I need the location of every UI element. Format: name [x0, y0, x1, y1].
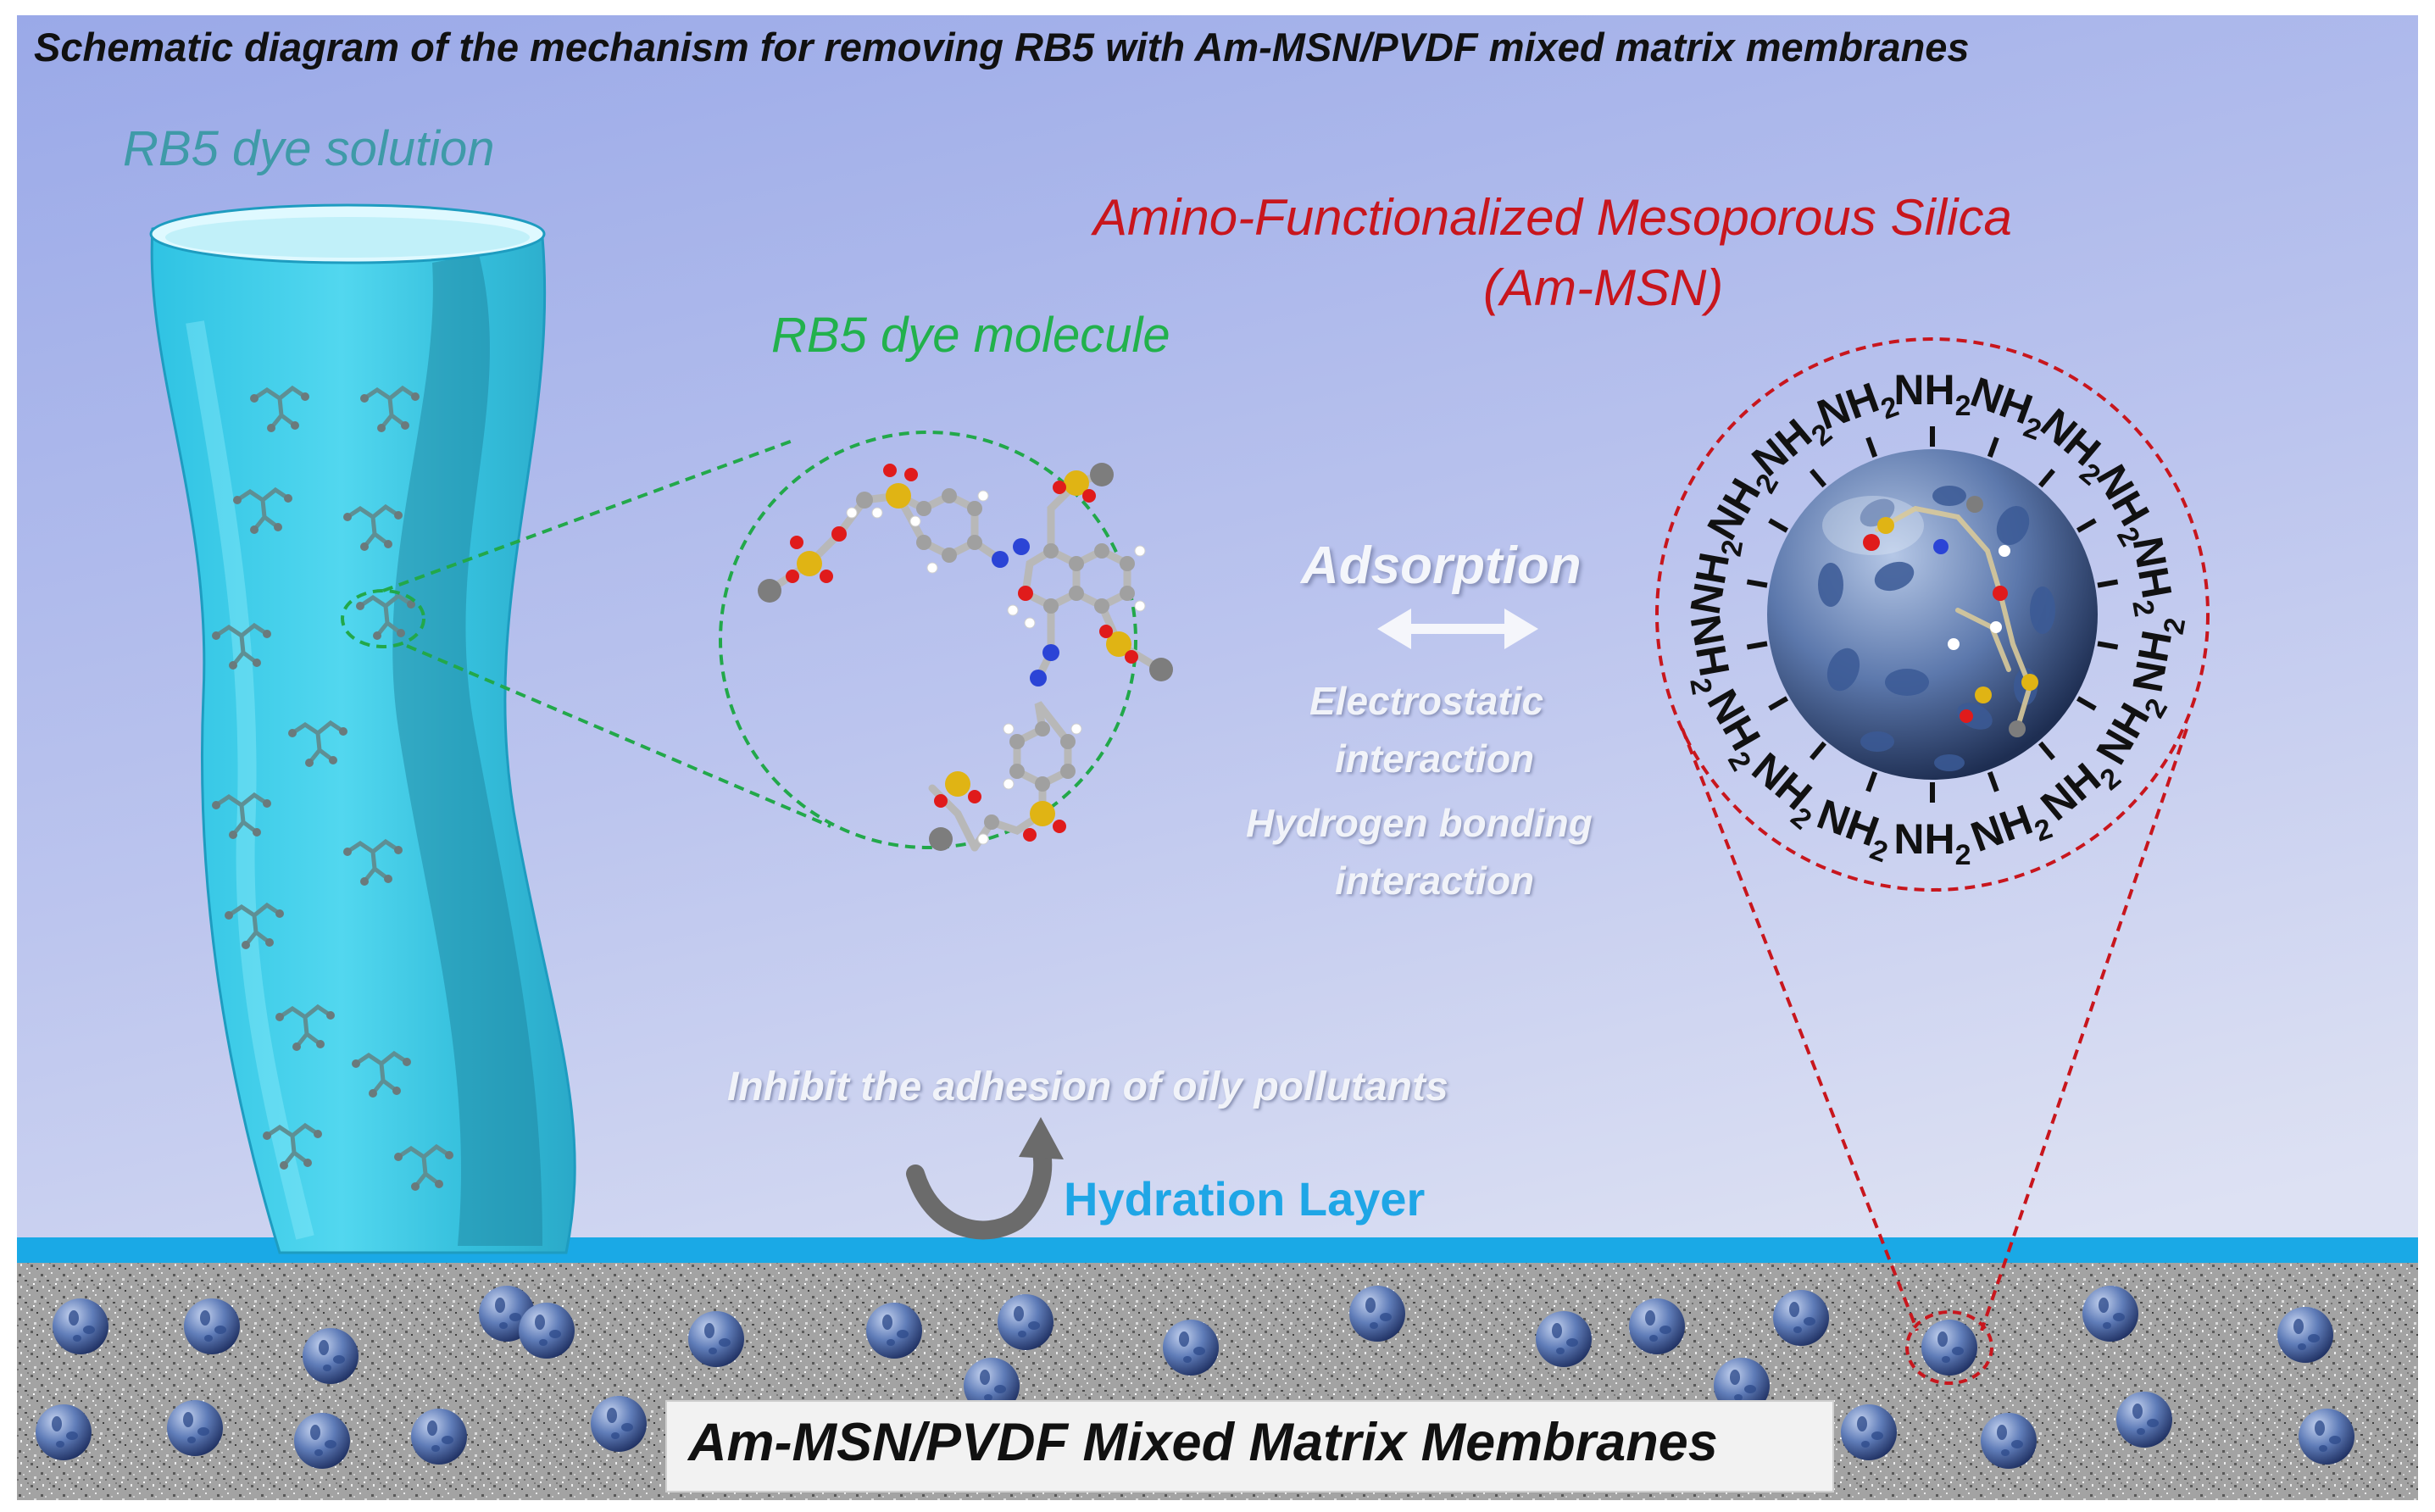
- tiny-dye-molecule: [263, 1122, 322, 1170]
- amine-label: NH: [1682, 611, 1739, 680]
- tiny-dye-molecule: [343, 838, 403, 886]
- tiny-dye-molecule: [250, 385, 309, 432]
- svg-text:NH2: NH2: [2087, 681, 2174, 776]
- molecule-atoms: [758, 463, 1173, 851]
- membrane-particle-zoom-circle: [1905, 1310, 1993, 1385]
- amine-group: NH2: [1673, 611, 1768, 697]
- rb5-molecule: [758, 463, 1173, 852]
- amsn-zoom-circle: [1655, 337, 2210, 892]
- adsorption-label: Adsorption: [1301, 536, 1582, 595]
- membrane-nanoparticle: [2116, 1392, 2172, 1448]
- amine-subscript: 2: [1955, 839, 1971, 871]
- membrane-nanoparticle: [1841, 1404, 1897, 1460]
- amsn-sphere: [1767, 449, 2098, 780]
- amine-label: NH: [2123, 627, 2181, 696]
- membrane-nanoparticle: [294, 1413, 350, 1469]
- membrane-nanoparticle: [184, 1298, 240, 1354]
- membrane-nanoparticle: [53, 1298, 108, 1354]
- amine-group: NH2: [1893, 782, 1971, 871]
- membrane-nanoparticle: [2299, 1409, 2354, 1465]
- tiny-dye-molecule: [288, 720, 347, 767]
- molecule-label: RB5 dye molecule: [771, 308, 1170, 363]
- amsn-abbrev-label: (Am-MSN): [1483, 259, 1724, 316]
- tiny-dye-molecule: [343, 503, 403, 551]
- membrane-nanoparticle: [1773, 1290, 1829, 1346]
- amine-group: NH2: [1809, 771, 1900, 869]
- adsorption-double-arrow-icon: [1377, 609, 1538, 649]
- amine-group: NH2: [1965, 368, 2045, 458]
- membrane-nanoparticle: [1629, 1298, 1685, 1354]
- solution-column: [149, 203, 576, 1254]
- tiny-dye-molecule: [275, 1003, 335, 1051]
- amine-label: NH: [1893, 366, 1954, 414]
- svg-text:NH2: NH2: [2123, 611, 2192, 697]
- amine-group: NH2: [1682, 533, 1768, 619]
- amine-group: NH2: [2076, 681, 2174, 776]
- amine-subscript: 2: [1683, 675, 1718, 697]
- amine-group: NH2: [2097, 611, 2192, 697]
- membrane-nanoparticle: [519, 1303, 575, 1359]
- tiny-dye-molecule: [360, 385, 420, 432]
- hydration-curved-arrow-icon: [906, 1117, 1064, 1240]
- solution-dye-molecules: [212, 385, 453, 1191]
- inhibit-label: Inhibit the adhesion of oily pollutants: [727, 1065, 1448, 1109]
- membrane-nanoparticle: [303, 1328, 359, 1384]
- membrane-nanoparticle: [167, 1400, 223, 1456]
- amine-group: NH2: [2097, 533, 2184, 619]
- membrane-nanoparticle: [411, 1409, 467, 1465]
- molecule-zoom-circle: [719, 431, 1137, 849]
- membrane-nanoparticle: [591, 1396, 647, 1452]
- membrane-nanoparticle: [1981, 1413, 2037, 1469]
- svg-text:NH2: NH2: [1893, 366, 1971, 422]
- membrane-nanoparticle: [998, 1294, 1053, 1350]
- svg-text:NH2: NH2: [2115, 533, 2184, 619]
- membrane-nanoparticle: [1163, 1320, 1219, 1376]
- svg-text:NH2: NH2: [1809, 790, 1900, 869]
- tiny-dye-molecule: [225, 902, 284, 949]
- membrane-nanoparticle: [1921, 1320, 1977, 1376]
- amine-label: NH: [1893, 815, 1954, 863]
- amine-label: NH: [1965, 796, 2038, 861]
- tiny-dye-molecule: [212, 792, 271, 839]
- membrane-nanoparticle: [866, 1303, 922, 1359]
- svg-text:NH2: NH2: [1893, 815, 1971, 871]
- tiny-dye-molecule: [233, 486, 292, 534]
- membrane-label: Am-MSN/PVDF Mixed Matrix Membranes: [688, 1413, 1718, 1472]
- svg-text:NH2: NH2: [1682, 533, 1750, 619]
- membrane-nanoparticle: [964, 1358, 1020, 1414]
- amine-label: NH: [1682, 549, 1739, 618]
- hydration-layer-label: Hydration Layer: [1064, 1172, 1426, 1226]
- amsn-label: Amino-Functionalized Mesoporous Silica: [1093, 189, 2012, 246]
- membrane-nanoparticle: [1349, 1286, 1405, 1342]
- mechanism-electrostatic-line2: interaction: [1335, 737, 1535, 781]
- svg-text:NH2: NH2: [1673, 611, 1742, 697]
- tiny-dye-molecule: [394, 1143, 453, 1191]
- mechanism-hbond-line1: Hydrogen bonding: [1246, 801, 1593, 845]
- page-title: Schematic diagram of the mechanism for r…: [34, 25, 1970, 69]
- amine-subscript: 2: [1955, 390, 1971, 422]
- membrane-nanoparticle: [2277, 1307, 2333, 1363]
- membrane-nanoparticle: [36, 1404, 92, 1460]
- amine-group: NH2: [1893, 366, 1971, 447]
- tiny-dye-molecule: [352, 1050, 411, 1098]
- amine-label: NH: [2123, 533, 2181, 602]
- membrane-nanoparticle: [1536, 1311, 1592, 1367]
- molecule-hydrogens: [846, 490, 1146, 845]
- tiny-dye-molecule: [356, 592, 415, 640]
- mechanism-hbond-line2: interaction: [1335, 859, 1535, 903]
- membrane-nanoparticle: [688, 1311, 744, 1367]
- membrane-nanoparticle: [2082, 1286, 2138, 1342]
- molecule-zoom-source-circle: [341, 589, 425, 648]
- tiny-dye-molecule: [212, 622, 271, 670]
- membrane-nanoparticle: [1714, 1358, 1770, 1414]
- amine-subscript: 2: [2126, 598, 2160, 619]
- membrane-nanoparticles: [36, 1286, 2354, 1469]
- membrane-label-box: [665, 1400, 1834, 1493]
- mechanism-electrostatic-line1: Electrostatic: [1309, 679, 1544, 723]
- solution-label: RB5 dye solution: [123, 121, 495, 176]
